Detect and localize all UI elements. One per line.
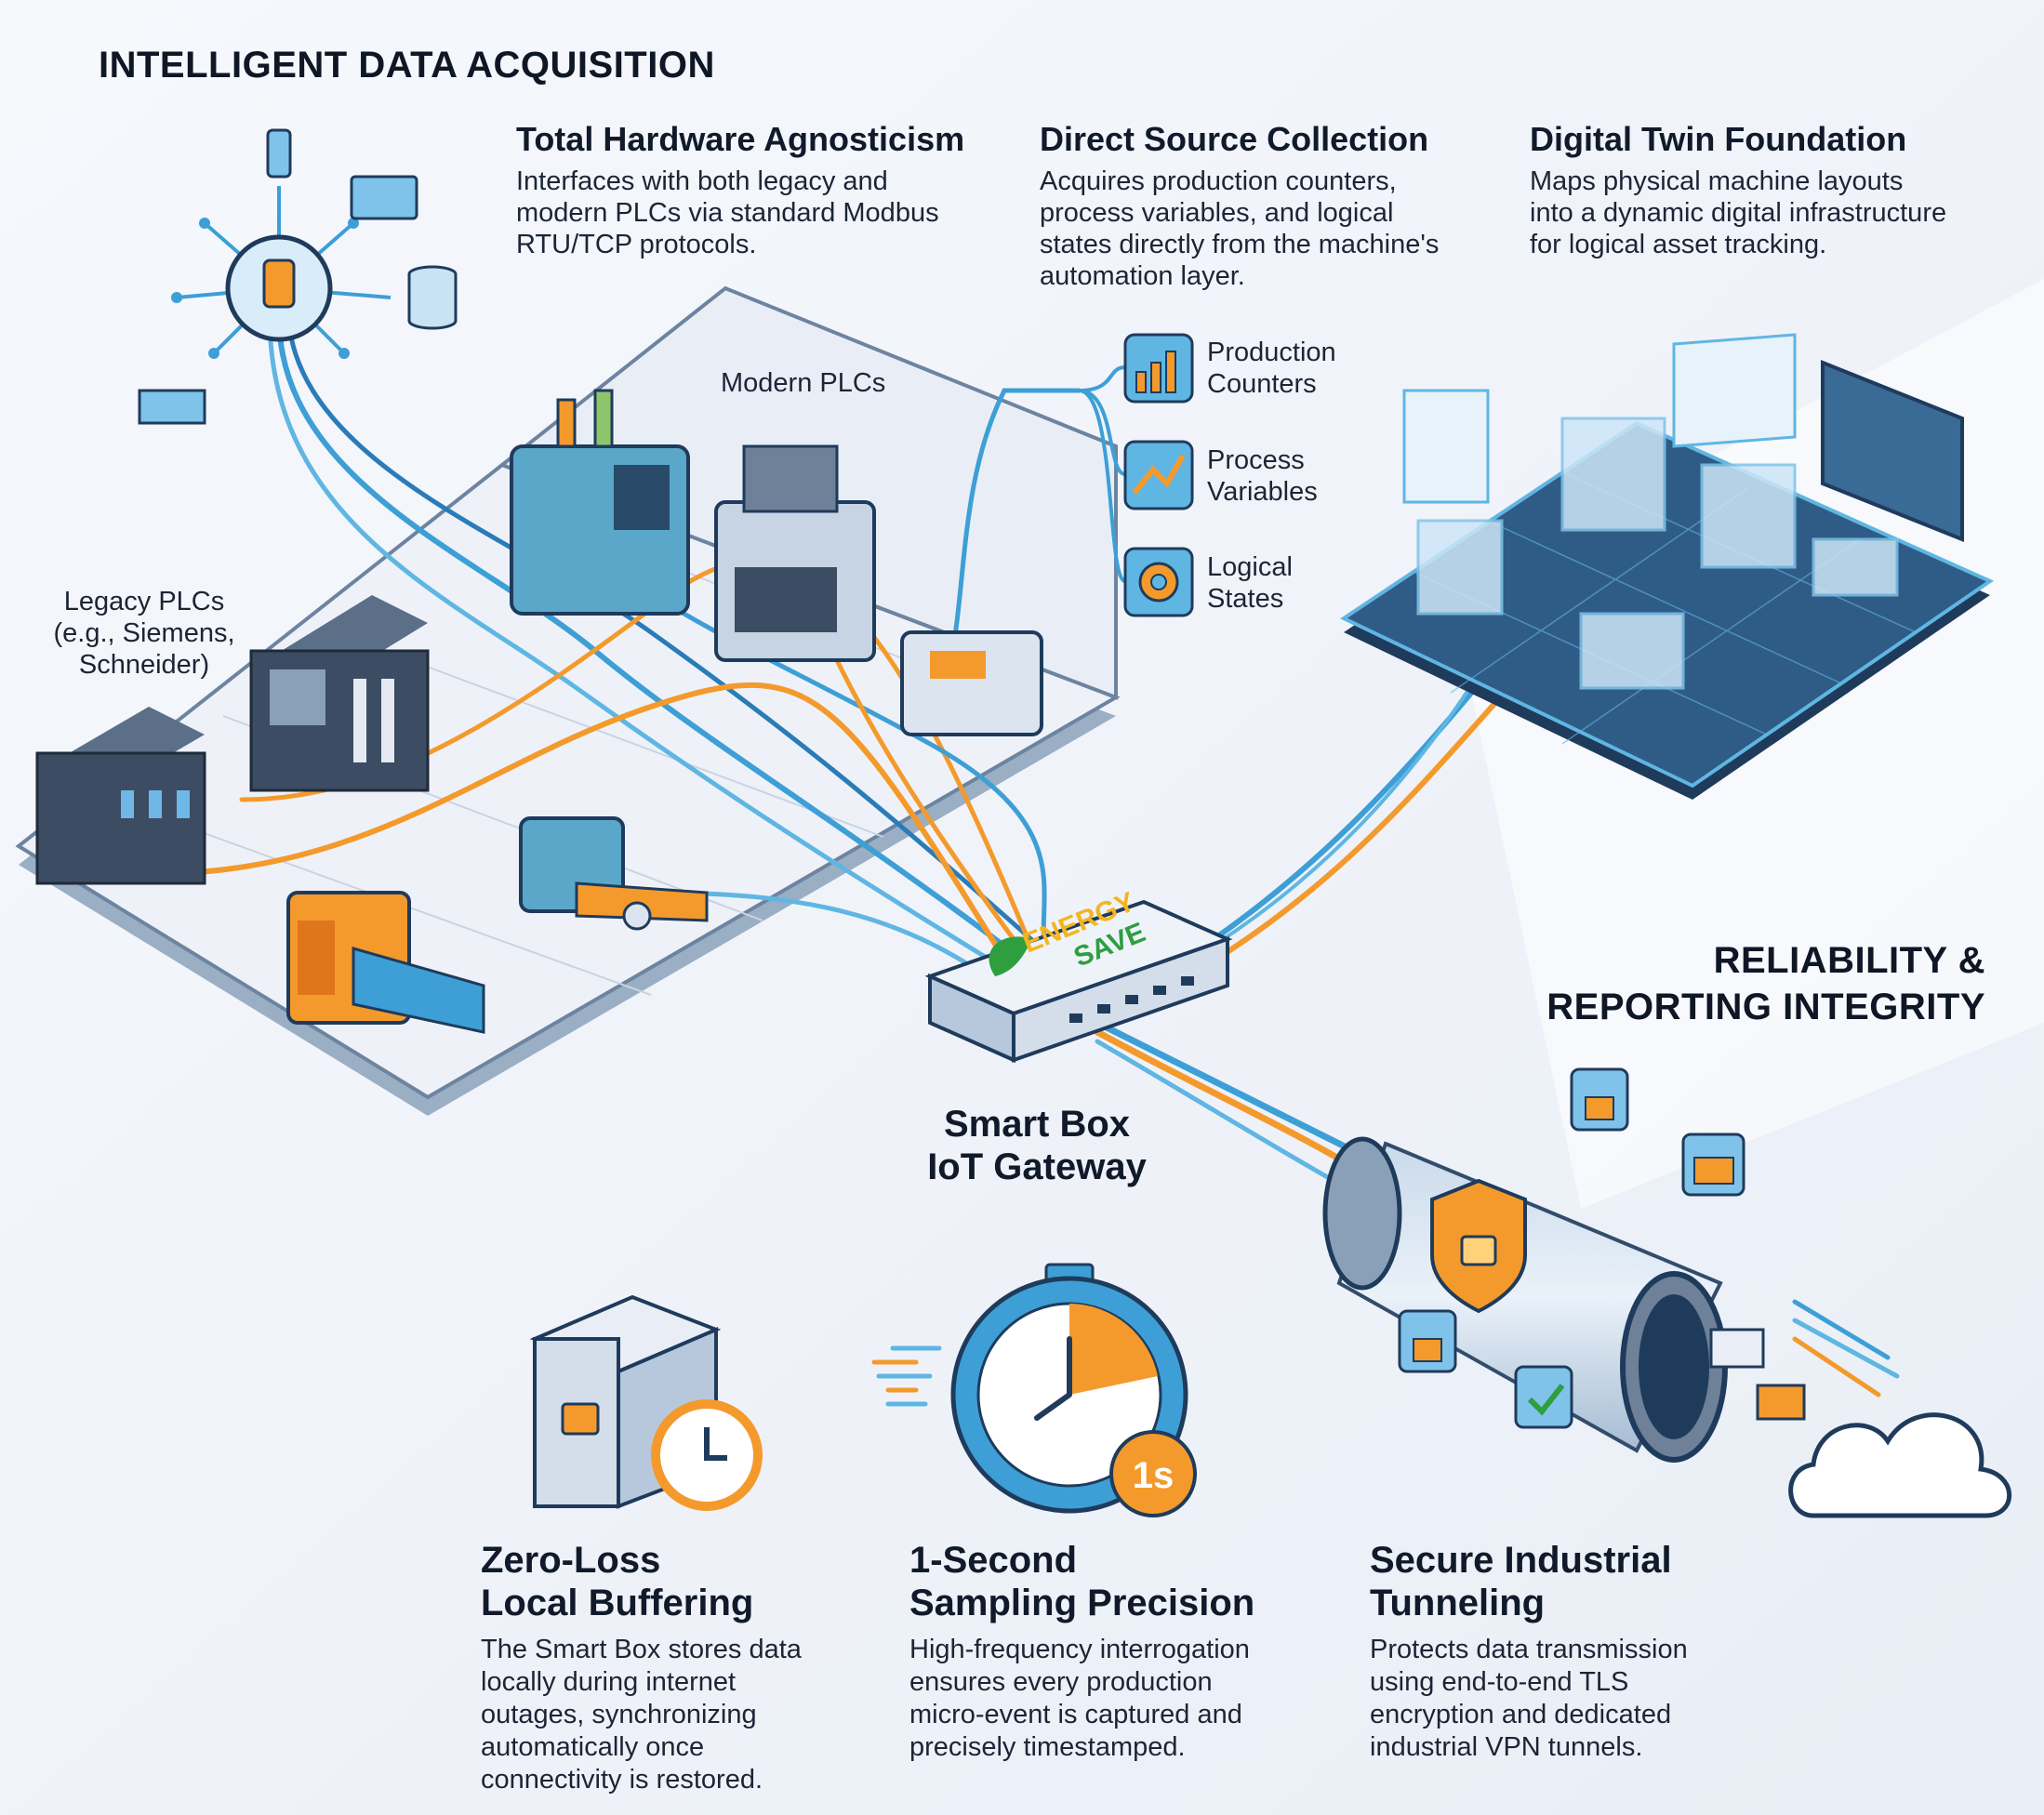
label-line: Legacy PLCs [63, 587, 225, 616]
checkmark-icon [1514, 1365, 1573, 1429]
label-line: IoT Gateway [927, 1146, 1147, 1187]
feature-desc-line: industrial VPN tunnels. [1370, 1732, 1643, 1762]
data-type-connector [1078, 365, 1127, 583]
feature-desc-line: automatically once [481, 1732, 705, 1762]
safe-lock-icon [529, 1294, 763, 1511]
feature-title: Zero-Loss [481, 1540, 661, 1581]
label-line: Variables [1207, 477, 1318, 507]
stopwatch-badge: 1s [1133, 1455, 1175, 1496]
lock-icon [1398, 1309, 1457, 1373]
feature-desc-line: outages, synchronizing [481, 1700, 757, 1729]
label-line: Smart Box [943, 1104, 1131, 1145]
feature-desc-line: locally during internet [481, 1667, 737, 1697]
feature-title: Total Hardware Agnosticism [516, 120, 965, 158]
feature-desc-line: automation layer. [1040, 261, 1245, 291]
label-line: Production [1207, 338, 1336, 367]
feature-desc-line: using end-to-end TLS [1370, 1667, 1629, 1697]
reliability-section-title: RELIABILITY & REPORTING INTEGRITY [1451, 937, 1985, 1030]
feature-desc-line: process variables, and logical [1040, 198, 1394, 228]
envelope-icon [1709, 1328, 1806, 1421]
feature-desc-line: connectivity is restored. [481, 1765, 763, 1795]
feature-desc-line: High-frequency interrogation [909, 1635, 1250, 1664]
feature-direct-source: Direct Source Collection Acquires produc… [1040, 119, 1523, 292]
modern-plcs-label: Modern PLCs [721, 368, 886, 398]
feature-desc-line: into a dynamic digital infrastructure [1530, 198, 1947, 228]
feature-desc-line: micro-event is captured and [909, 1700, 1242, 1729]
feature-desc-line: for logical asset tracking. [1530, 230, 1827, 259]
feature-desc-line: Acquires production counters, [1040, 166, 1397, 196]
legacy-plc-cabinets [35, 595, 430, 885]
feature-desc-line: The Smart Box stores data [481, 1635, 802, 1664]
trend-line-icon [1123, 440, 1194, 510]
feature-desc-line: precisely timestamped. [909, 1732, 1186, 1762]
feature-desc-line: Protects data transmission [1370, 1635, 1688, 1664]
data-type-logical-states: Logical States [1207, 551, 1293, 615]
feature-title: Secure Industrial [1370, 1540, 1672, 1581]
feature-digital-twin: Digital Twin Foundation Maps physical ma… [1530, 119, 2032, 260]
connectivity-hub-icon [138, 128, 458, 425]
label-line: Process [1207, 445, 1305, 475]
feature-title: 1-Second [909, 1540, 1078, 1581]
digital-twin-platform [1339, 333, 1995, 800]
feature-desc-line: states directly from the machine's [1040, 230, 1440, 259]
data-cables [146, 313, 1900, 1398]
label-line: Logical [1207, 552, 1293, 582]
feature-hardware-agnosticism: Total Hardware Agnosticism Interfaces wi… [516, 119, 1018, 260]
stopwatch-icon: 1s [871, 1263, 1197, 1517]
legacy-plcs-label: Legacy PLCs (e.g., Siemens, Schneider) [37, 586, 251, 681]
feature-zero-loss-buffering: Zero-Loss Local Buffering The Smart Box … [481, 1539, 881, 1796]
label-line: States [1207, 584, 1284, 614]
feature-desc-line: modern PLCs via standard Modbus [516, 198, 939, 228]
feature-desc-line: ensures every production [909, 1667, 1213, 1697]
feature-desc-line: Maps physical machine layouts [1530, 166, 1904, 196]
bar-chart-icon [1123, 333, 1194, 404]
cloud-icon [1788, 1412, 2012, 1518]
label-line: (e.g., Siemens, [53, 618, 235, 648]
feature-sampling-precision: 1-Second Sampling Precision High-frequen… [909, 1539, 1328, 1764]
title-line: RELIABILITY & [1713, 940, 1985, 981]
acquisition-section-title: INTELLIGENT DATA ACQUISITION [99, 45, 715, 86]
data-type-production-counters: Production Counters [1207, 337, 1336, 400]
label-line: Schneider) [78, 650, 210, 680]
secure-tunnel [1322, 1136, 1728, 1463]
gateway-label: Smart Box IoT Gateway [883, 1103, 1190, 1188]
title-line: REPORTING INTEGRITY [1546, 987, 1985, 1027]
feature-title: Tunneling [1370, 1583, 1546, 1623]
label-line: Counters [1207, 369, 1317, 399]
lock-icon [1570, 1067, 1629, 1132]
production-machines [286, 816, 709, 1034]
feature-secure-tunneling: Secure Industrial Tunneling Protects dat… [1370, 1539, 1788, 1764]
feature-title: Digital Twin Foundation [1530, 120, 1907, 158]
feature-title: Direct Source Collection [1040, 120, 1429, 158]
modern-plc-machines [510, 389, 1043, 736]
feature-title: Sampling Precision [909, 1583, 1255, 1623]
folder-icon [1681, 1133, 1745, 1197]
feature-title: Local Buffering [481, 1583, 754, 1623]
feature-desc-line: Interfaces with both legacy and [516, 166, 888, 196]
feature-desc-line: RTU/TCP protocols. [516, 230, 757, 259]
gear-icon [1123, 547, 1194, 617]
data-type-process-variables: Process Variables [1207, 444, 1318, 508]
feature-desc-line: encryption and dedicated [1370, 1700, 1672, 1729]
